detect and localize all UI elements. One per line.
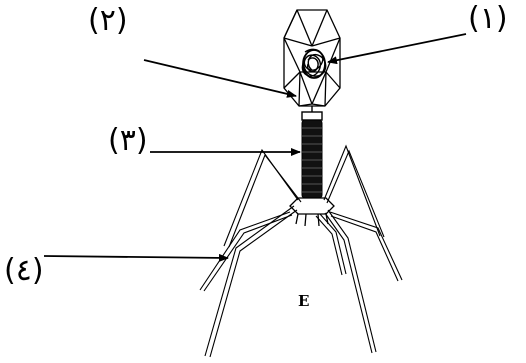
pointer-4 (44, 256, 228, 258)
label-4: (٤) (4, 256, 44, 286)
pointer-2 (144, 60, 296, 96)
host-cell-surface (170, 236, 470, 363)
dna-coil (302, 49, 325, 78)
pointer-1 (328, 34, 466, 62)
label-3: (٣) (108, 126, 148, 156)
label-2: (٢) (88, 6, 128, 36)
host-cell-letter: E (298, 292, 309, 310)
tail-sheath (302, 120, 322, 198)
tail-fibers (200, 146, 402, 357)
phage-collar (302, 112, 322, 120)
label-1: (١) (468, 4, 508, 34)
